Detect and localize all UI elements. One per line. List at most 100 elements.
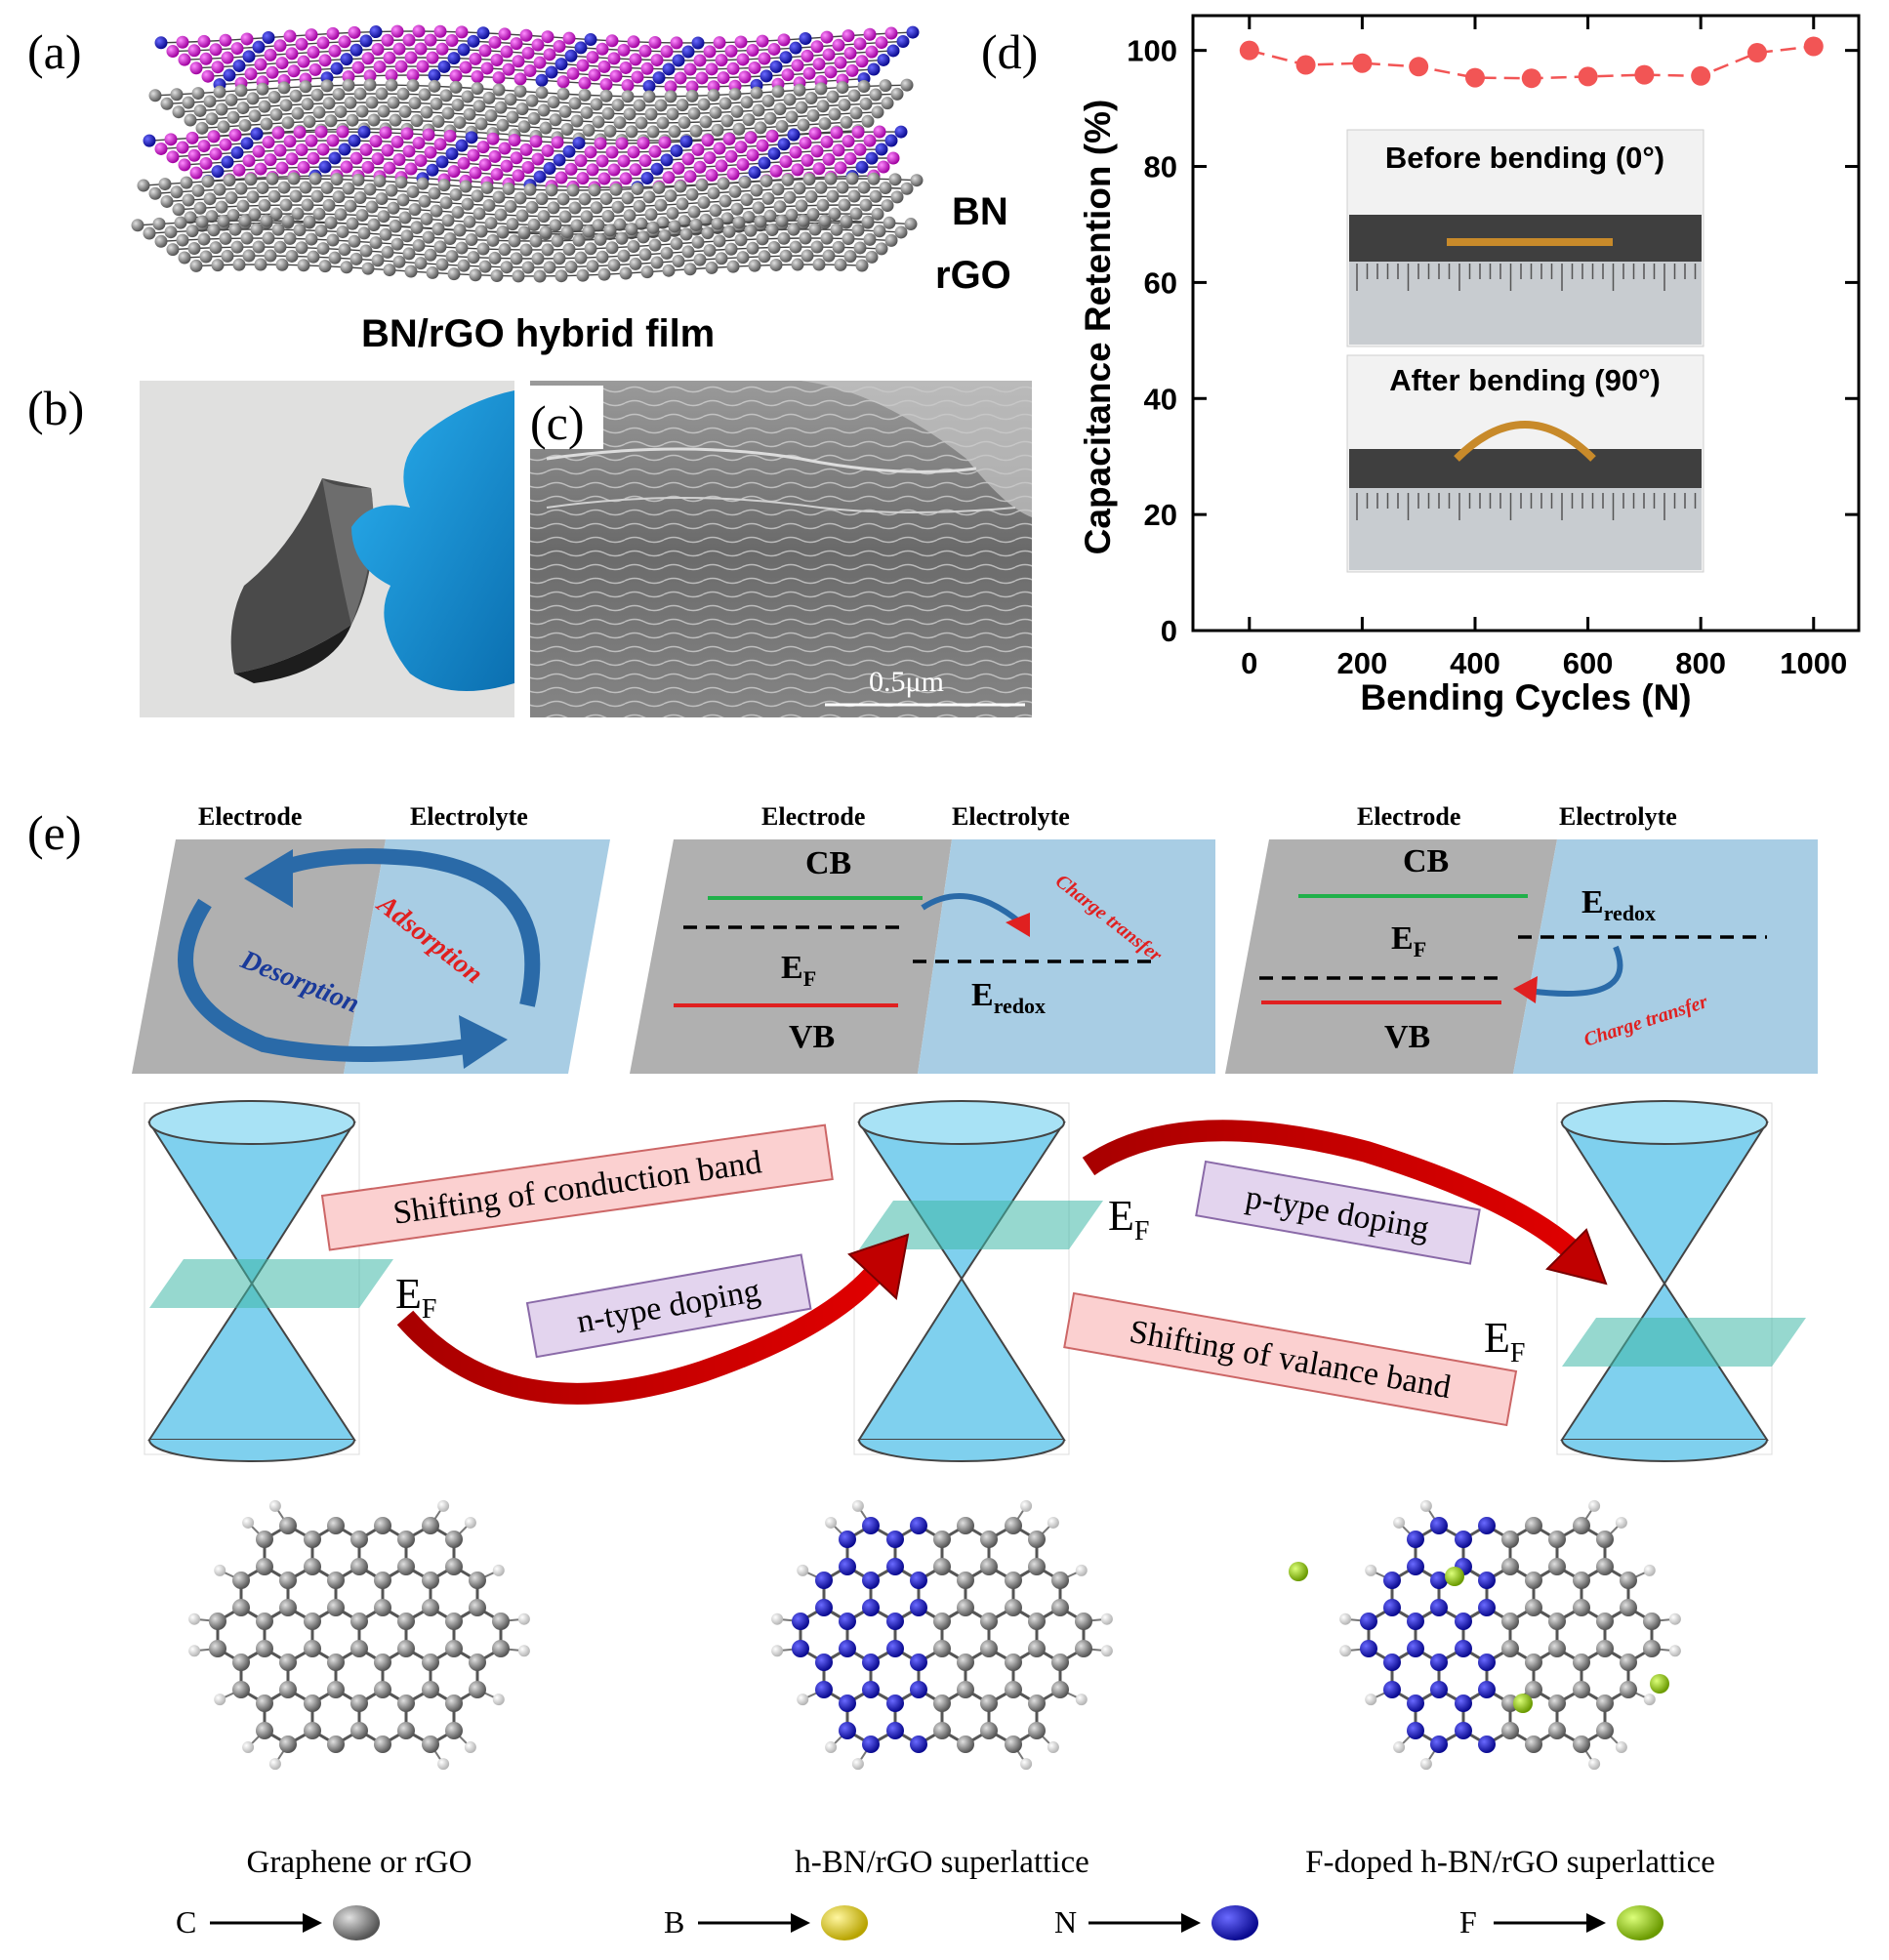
atom <box>143 134 156 147</box>
atom <box>625 223 638 236</box>
atom <box>490 53 504 66</box>
atom <box>787 223 801 236</box>
data-point <box>1578 66 1598 87</box>
atom <box>884 233 898 247</box>
atom <box>1620 1654 1637 1671</box>
atom <box>498 27 512 41</box>
hydrogen-atom <box>492 1694 505 1706</box>
atom <box>839 1613 856 1630</box>
atom <box>228 129 242 143</box>
cb-label: CB <box>1403 843 1449 879</box>
atom <box>387 201 400 215</box>
hydrogen-atom <box>1615 1516 1627 1529</box>
atom <box>164 225 178 239</box>
atom <box>379 227 392 241</box>
atom <box>494 101 508 114</box>
atom <box>517 225 531 239</box>
p-doping-arrowhead <box>1545 1228 1608 1286</box>
atom <box>185 225 199 238</box>
lattice-layer <box>148 78 914 147</box>
hydrogen-atom <box>1643 1694 1656 1706</box>
atom <box>277 81 291 95</box>
atom <box>357 226 371 240</box>
atom <box>266 65 279 79</box>
atom <box>410 221 424 234</box>
atom <box>346 113 359 127</box>
atom <box>687 205 701 219</box>
atom <box>246 190 260 204</box>
atom <box>375 87 389 101</box>
atom <box>279 1654 297 1671</box>
atom <box>674 180 687 193</box>
atom <box>467 148 480 162</box>
atom <box>513 85 527 99</box>
atom <box>558 210 572 224</box>
atom <box>193 103 207 117</box>
atom <box>595 42 609 56</box>
atom <box>1643 1613 1661 1630</box>
atom <box>775 214 789 227</box>
atom <box>627 145 640 159</box>
hydrogen-atom <box>1047 1741 1059 1754</box>
atom <box>422 1735 439 1753</box>
atom <box>1005 1599 1022 1616</box>
atom <box>197 140 211 153</box>
hydrogen-atom <box>188 1613 201 1625</box>
atom <box>797 214 810 227</box>
atom <box>445 1531 463 1548</box>
atom <box>773 102 787 116</box>
atom <box>765 129 779 143</box>
atom <box>707 89 720 102</box>
atom <box>1455 1531 1472 1548</box>
atom <box>629 53 642 66</box>
atom <box>414 257 428 270</box>
atom <box>273 143 287 157</box>
atom <box>199 52 213 65</box>
atom <box>820 231 834 245</box>
atom <box>342 78 355 92</box>
atom <box>457 156 471 170</box>
shift-vb-box: Shifting of valance band <box>1063 1291 1518 1427</box>
atom <box>390 237 404 251</box>
atom <box>367 113 381 127</box>
atom <box>359 244 373 258</box>
hydrogen-atom <box>1419 1758 1432 1771</box>
atom <box>826 90 840 103</box>
atom <box>344 96 357 109</box>
atom <box>463 215 476 228</box>
hydrogen-atom <box>851 1499 864 1512</box>
atom <box>310 88 324 102</box>
atom <box>371 254 385 267</box>
atom <box>707 186 720 200</box>
atom <box>240 137 254 150</box>
atom <box>1620 1599 1637 1616</box>
atom <box>1430 1654 1448 1671</box>
atom <box>586 51 599 64</box>
fluorine-atom <box>1650 1674 1669 1694</box>
atom <box>160 97 174 110</box>
atom <box>806 207 820 221</box>
atom <box>820 30 834 44</box>
atom <box>279 1735 297 1753</box>
atom <box>189 166 203 180</box>
atom <box>472 207 486 221</box>
atom <box>681 245 695 259</box>
atom <box>225 93 238 106</box>
atom <box>910 1681 927 1698</box>
atom <box>767 42 781 56</box>
x-tick-label: 600 <box>1563 646 1614 680</box>
atom <box>209 43 223 57</box>
data-point <box>1352 53 1373 73</box>
atom <box>541 243 554 257</box>
data-point <box>1409 57 1429 77</box>
atom <box>279 1572 297 1589</box>
atom <box>843 152 857 166</box>
atom <box>648 36 662 50</box>
atom <box>562 31 576 45</box>
atom <box>599 77 613 91</box>
atom <box>500 261 513 274</box>
atom <box>375 192 389 206</box>
atom <box>1478 1735 1496 1753</box>
atom <box>664 90 678 103</box>
atom <box>197 34 211 48</box>
